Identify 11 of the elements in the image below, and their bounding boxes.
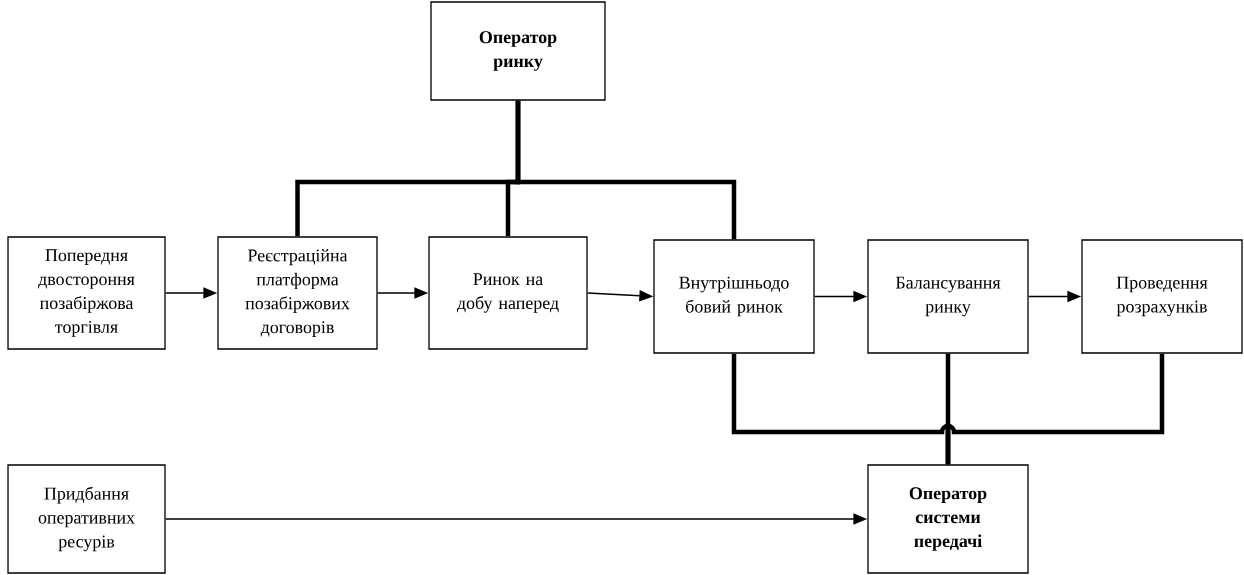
process-box: Балансування ринку <box>867 239 1029 354</box>
process-box: Ринок на добу наперед <box>428 236 588 350</box>
process-box: Попередня двостороння позабіржова торгівля <box>7 236 166 350</box>
process-box: Реєстраційна платформа позабіржових договорів <box>217 236 378 350</box>
process-box: Оператор системи передачі <box>867 464 1029 574</box>
process-box: Оператор ринку <box>430 1 606 101</box>
connector-line <box>945 353 1165 465</box>
process-box: Придбання оперативних ресурів <box>7 464 166 574</box>
process-box: Проведення розрахунків <box>1081 239 1243 354</box>
process-box: Внутрішньодо бовий ринок <box>653 239 815 354</box>
connector-line <box>515 100 737 240</box>
